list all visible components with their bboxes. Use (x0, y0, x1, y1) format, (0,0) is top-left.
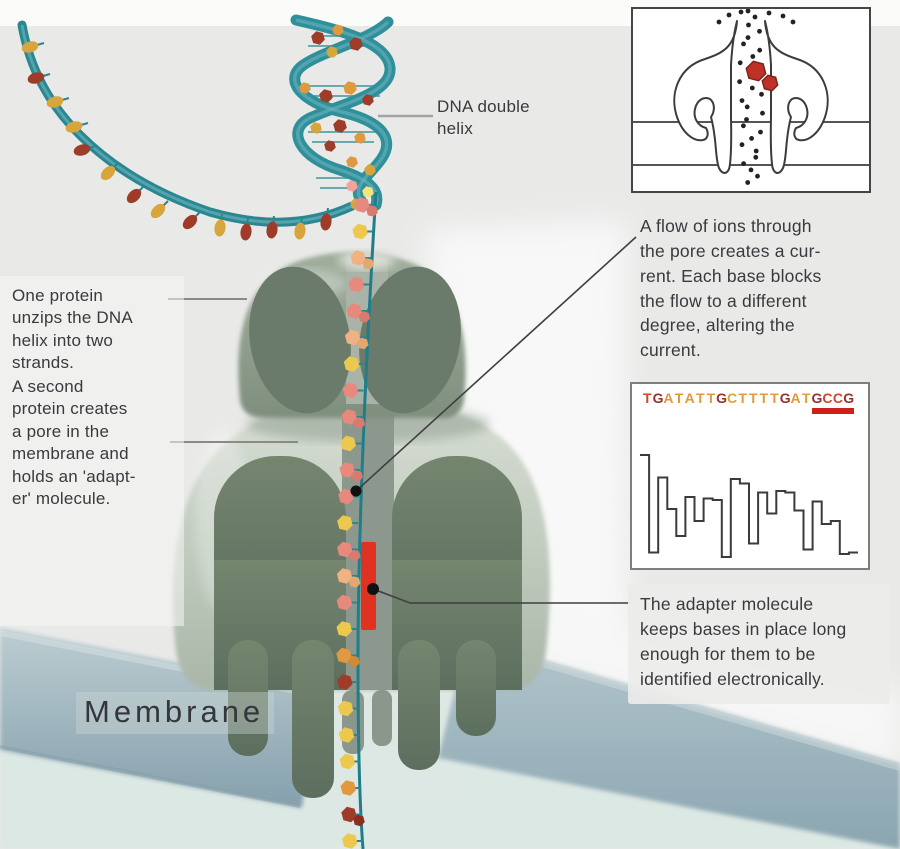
sequence-letter: T (674, 390, 684, 406)
sequence-underline (811, 408, 854, 414)
ion-flow-art (633, 9, 869, 185)
leader-ion-current (355, 236, 637, 492)
label-dna-double-helix: DNA double helix (437, 97, 530, 139)
ion-path-dot (350, 485, 362, 497)
sequence-letter: T (770, 390, 779, 406)
caption-adapter-molecule: The adapter molecule keeps bases in plac… (640, 594, 847, 689)
ion-dots (716, 9, 796, 185)
sequence-letter: C (822, 390, 833, 406)
left-caption-panel (0, 276, 184, 626)
sequence-letter: T (759, 390, 769, 406)
pore-cross-section (673, 20, 829, 174)
sequence-letter: G (716, 390, 728, 406)
dna-double-helix (289, 14, 396, 211)
adapter-caption-panel (628, 584, 890, 704)
caption-ion-current: A flow of ions through the pore creates … (640, 216, 822, 361)
sequence-letter: G (652, 390, 664, 406)
leader-adapter (372, 588, 630, 604)
sequence-letter: A (790, 390, 801, 406)
current-trace-line (640, 454, 858, 558)
sequence-letter: C (832, 390, 844, 406)
unzipped-strand (17, 20, 357, 241)
sequence-letter: T (695, 390, 705, 406)
sequence-letter: G (779, 390, 791, 406)
sequence-letter: A (663, 390, 674, 406)
caption-unzip-protein: One protein unzips the DNA helix into tw… (12, 286, 133, 373)
sequence-letter: C (726, 390, 738, 406)
trace-chart (632, 416, 868, 568)
sequence-letter: T (706, 390, 716, 406)
dna-strand (336, 191, 378, 849)
blocking-base (745, 60, 779, 92)
sequence-letter: T (801, 390, 811, 406)
sequence-letter: G (843, 390, 855, 406)
label-membrane: Membrane (76, 692, 275, 734)
sequence-letter: A (684, 390, 695, 406)
sequence-letter: T (738, 390, 747, 406)
inset-ion-flow (631, 7, 871, 193)
sequence-letter: T (748, 390, 758, 406)
sequence-letter: G (811, 390, 823, 406)
adapter-dot (367, 583, 379, 595)
sequence-letter: T (643, 390, 652, 406)
caption-pore-protein: A second protein creates a pore in the m… (12, 377, 136, 509)
